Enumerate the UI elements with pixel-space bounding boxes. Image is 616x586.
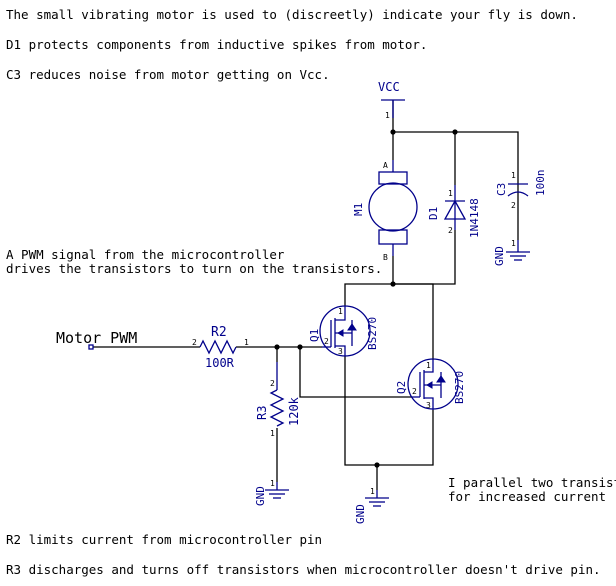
q2-diode-arrow <box>436 375 446 383</box>
q1-bulk-arrow <box>337 329 344 337</box>
junction-sources-gnd <box>374 462 380 468</box>
q1-label: Q1 <box>308 329 321 342</box>
pwm-label: Motor PWM <box>56 329 137 347</box>
m1-brush-top <box>378 171 408 185</box>
r3-pin2: 2 <box>270 379 275 388</box>
wire-drain-to-q2 <box>393 283 434 360</box>
wire-m1-to-q1-drain <box>344 256 394 306</box>
vcc-symbol: VCC 1 <box>378 80 405 120</box>
q2-pin1: 1 <box>426 361 431 370</box>
gnd-src-label: GND <box>354 504 367 524</box>
q1-source <box>335 345 346 356</box>
m1-pin-a: A <box>383 161 388 170</box>
r2-value: 100R <box>205 356 235 370</box>
vcc-label: VCC <box>378 80 400 94</box>
diode-d1: D1 1N4148 1 2 <box>427 185 481 238</box>
wire-gate-to-q2-gate <box>299 347 412 398</box>
r3-value: 120k <box>287 396 301 426</box>
q2-drain <box>424 360 434 373</box>
c3-value: 100n <box>534 170 547 197</box>
junctions <box>274 129 458 468</box>
q1-value: BS270 <box>366 317 379 350</box>
gnd-c3-pin: 1 <box>511 239 516 248</box>
junction-vcc-d1 <box>452 129 458 135</box>
q2-source <box>424 397 434 410</box>
note-r2-purpose: R2 limits current from microcontroller p… <box>6 532 323 547</box>
note-pwm-line1: A PWM signal from the microcontroller <box>6 247 285 262</box>
m1-pin-b: B <box>383 253 388 262</box>
note-parallel-line2: for increased current <box>448 489 607 504</box>
c3-plate-bottom <box>507 191 529 197</box>
gnd-sources: GND 1 <box>354 487 389 524</box>
gnd-r3: GND 1 <box>254 479 289 506</box>
vcc-pin-label: 1 <box>385 111 390 120</box>
junction-drain <box>390 281 396 287</box>
junction-gate-r3 <box>274 344 280 350</box>
resistor-r2: R2 100R 2 1 <box>192 325 249 370</box>
note-r3-purpose: R3 discharges and turns off transistors … <box>6 562 601 577</box>
q1-pin3: 3 <box>338 347 343 356</box>
mosfet-q2: Q2 BS270 1 2 3 <box>395 358 466 410</box>
pwm-port <box>88 344 94 350</box>
r2-label: R2 <box>211 325 227 340</box>
capacitor-c3: C3 100n 1 2 <box>495 170 547 211</box>
gnd-src-pin: 1 <box>370 487 375 496</box>
junction-vcc-m1 <box>390 129 396 135</box>
motor-m1: M1 A B <box>352 160 418 262</box>
q2-value: BS270 <box>453 371 466 404</box>
junction-gate-q2 <box>297 344 303 350</box>
r3-zigzag <box>269 389 285 427</box>
m1-label: M1 <box>352 203 365 216</box>
note-motor-purpose: The small vibrating motor is used to (di… <box>6 7 578 22</box>
q1-diode-arrow <box>347 323 357 331</box>
q2-bulk-arrow <box>426 381 433 389</box>
c3-label: C3 <box>495 183 508 196</box>
m1-body <box>368 182 418 232</box>
d1-pin2: 2 <box>448 226 453 235</box>
gnd-r3-pin: 1 <box>270 479 275 488</box>
wires <box>93 100 519 490</box>
gnd-c3-label: GND <box>493 246 506 266</box>
r2-pin1: 1 <box>244 338 249 347</box>
r2-zigzag <box>199 339 237 355</box>
note-parallel-line1: I parallel two transistors <box>448 475 616 490</box>
m1-brush-bottom <box>378 229 408 245</box>
d1-label: D1 <box>427 207 440 220</box>
resistor-r3: R3 120k 2 1 <box>255 362 301 438</box>
note-pwm-line2: drives the transistors to turn on the tr… <box>6 261 383 276</box>
q1-pin2: 2 <box>324 337 329 346</box>
q1-pin1: 1 <box>338 307 343 316</box>
wire-d1-to-drain <box>393 230 456 285</box>
r3-pin1: 1 <box>270 429 275 438</box>
q1-drain <box>335 306 346 321</box>
r2-pin2: 2 <box>192 338 197 347</box>
motor-pwm-input: Motor PWM <box>56 329 137 350</box>
mosfet-q1: Q1 BS270 1 2 3 <box>308 305 379 357</box>
r3-label: R3 <box>255 406 269 420</box>
wire-sources <box>344 356 434 466</box>
note-c3-purpose: C3 reduces noise from motor getting on V… <box>6 67 330 82</box>
d1-pin1: 1 <box>448 189 453 198</box>
d1-triangle <box>443 199 467 220</box>
q2-pin2: 2 <box>412 387 417 396</box>
d1-value: 1N4148 <box>468 198 481 238</box>
gnd-c3: GND 1 <box>493 239 530 266</box>
c3-pin1: 1 <box>511 171 516 180</box>
c3-pin2: 2 <box>511 201 516 210</box>
q2-pin3: 3 <box>426 401 431 410</box>
gnd-r3-label: GND <box>254 486 267 506</box>
q2-label: Q2 <box>395 381 408 394</box>
note-d1-purpose: D1 protects components from inductive sp… <box>6 37 428 52</box>
